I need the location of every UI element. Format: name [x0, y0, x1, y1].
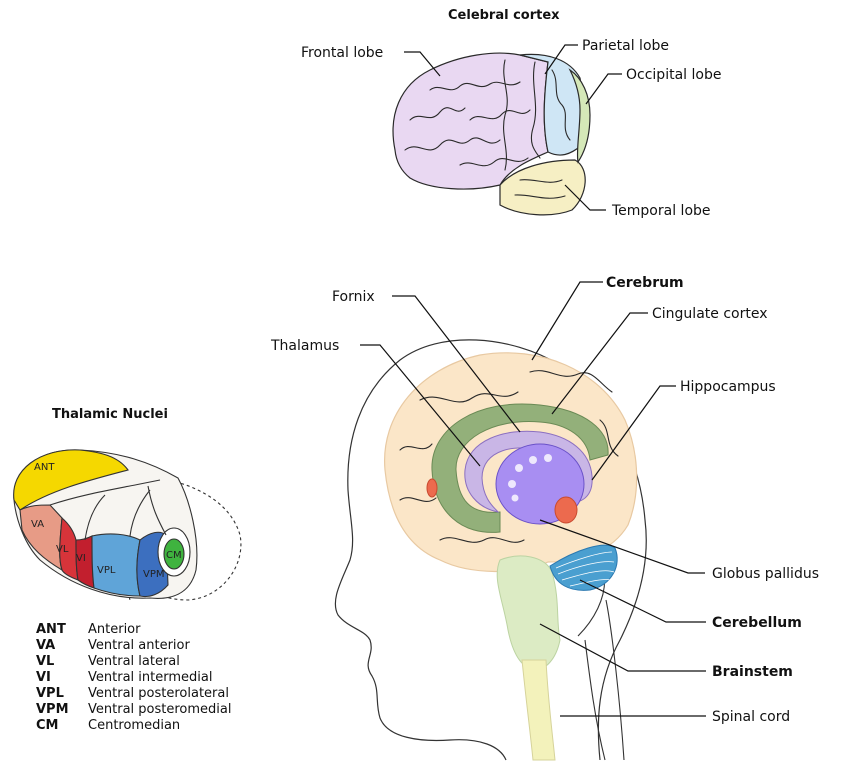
- label-cingulate-cortex: Cingulate cortex: [652, 306, 767, 322]
- legend-abbr: VPM: [36, 702, 88, 718]
- legend-abbr: VA: [36, 638, 88, 654]
- globus-pallidus-shape: [555, 497, 577, 523]
- label-parietal-lobe: Parietal lobe: [582, 38, 669, 54]
- label-cerebrum: Cerebrum: [606, 275, 684, 291]
- cortex-title: Celebral cortex: [448, 8, 560, 23]
- legend-desc: Anterior: [88, 622, 276, 638]
- brainstem-shape: [497, 556, 560, 670]
- legend-desc: Ventral posteromedial: [88, 702, 276, 718]
- legend-desc: Ventral posterolateral: [88, 686, 276, 702]
- brain-figure: Fornix Cerebrum Cingulate cortex Thalamu…: [270, 275, 819, 760]
- thalamic-label-va: VA: [31, 519, 44, 530]
- thalamic-label-vpm: VPM: [143, 569, 165, 580]
- legend-abbr: VPL: [36, 686, 88, 702]
- frontal-nucleus-shape: [427, 479, 437, 497]
- label-brainstem: Brainstem: [712, 664, 793, 680]
- label-thalamus: Thalamus: [270, 338, 339, 354]
- legend-abbr: CM: [36, 718, 88, 734]
- label-globus-pallidus: Globus pallidus: [712, 566, 819, 582]
- thalamic-label-vpl: VPL: [97, 565, 116, 576]
- label-temporal-lobe: Temporal lobe: [611, 203, 711, 219]
- thalamic-label-vi: VI: [76, 553, 86, 564]
- legend-abbr: VI: [36, 670, 88, 686]
- legend-desc: Ventral anterior: [88, 638, 276, 654]
- label-spinal-cord: Spinal cord: [712, 709, 790, 725]
- spinal-cord-shape: [522, 660, 555, 760]
- label-cerebellum: Cerebellum: [712, 615, 802, 631]
- label-fornix: Fornix: [332, 289, 375, 305]
- thalamic-label-cm: CM: [166, 550, 182, 561]
- legend-abbr: VL: [36, 654, 88, 670]
- legend-abbr: ANT: [36, 622, 88, 638]
- label-hippocampus: Hippocampus: [680, 379, 776, 395]
- legend-desc: Ventral intermedial: [88, 670, 276, 686]
- label-occipital-lobe: Occipital lobe: [626, 67, 721, 83]
- cortex-figure: Celebral cortex Frontal lobe Parietal lo…: [301, 8, 721, 219]
- label-frontal-lobe: Frontal lobe: [301, 45, 383, 61]
- legend-desc: Ventral lateral: [88, 654, 276, 670]
- thalamic-title: Thalamic Nuclei: [52, 407, 168, 422]
- thalamic-figure: Thalamic Nuclei ANT VA VL VI VPL VPM: [14, 407, 241, 600]
- legend-desc: Centromedian: [88, 718, 276, 734]
- thalamic-label-vl: VL: [56, 544, 69, 555]
- thalamic-label-ant: ANT: [34, 462, 55, 473]
